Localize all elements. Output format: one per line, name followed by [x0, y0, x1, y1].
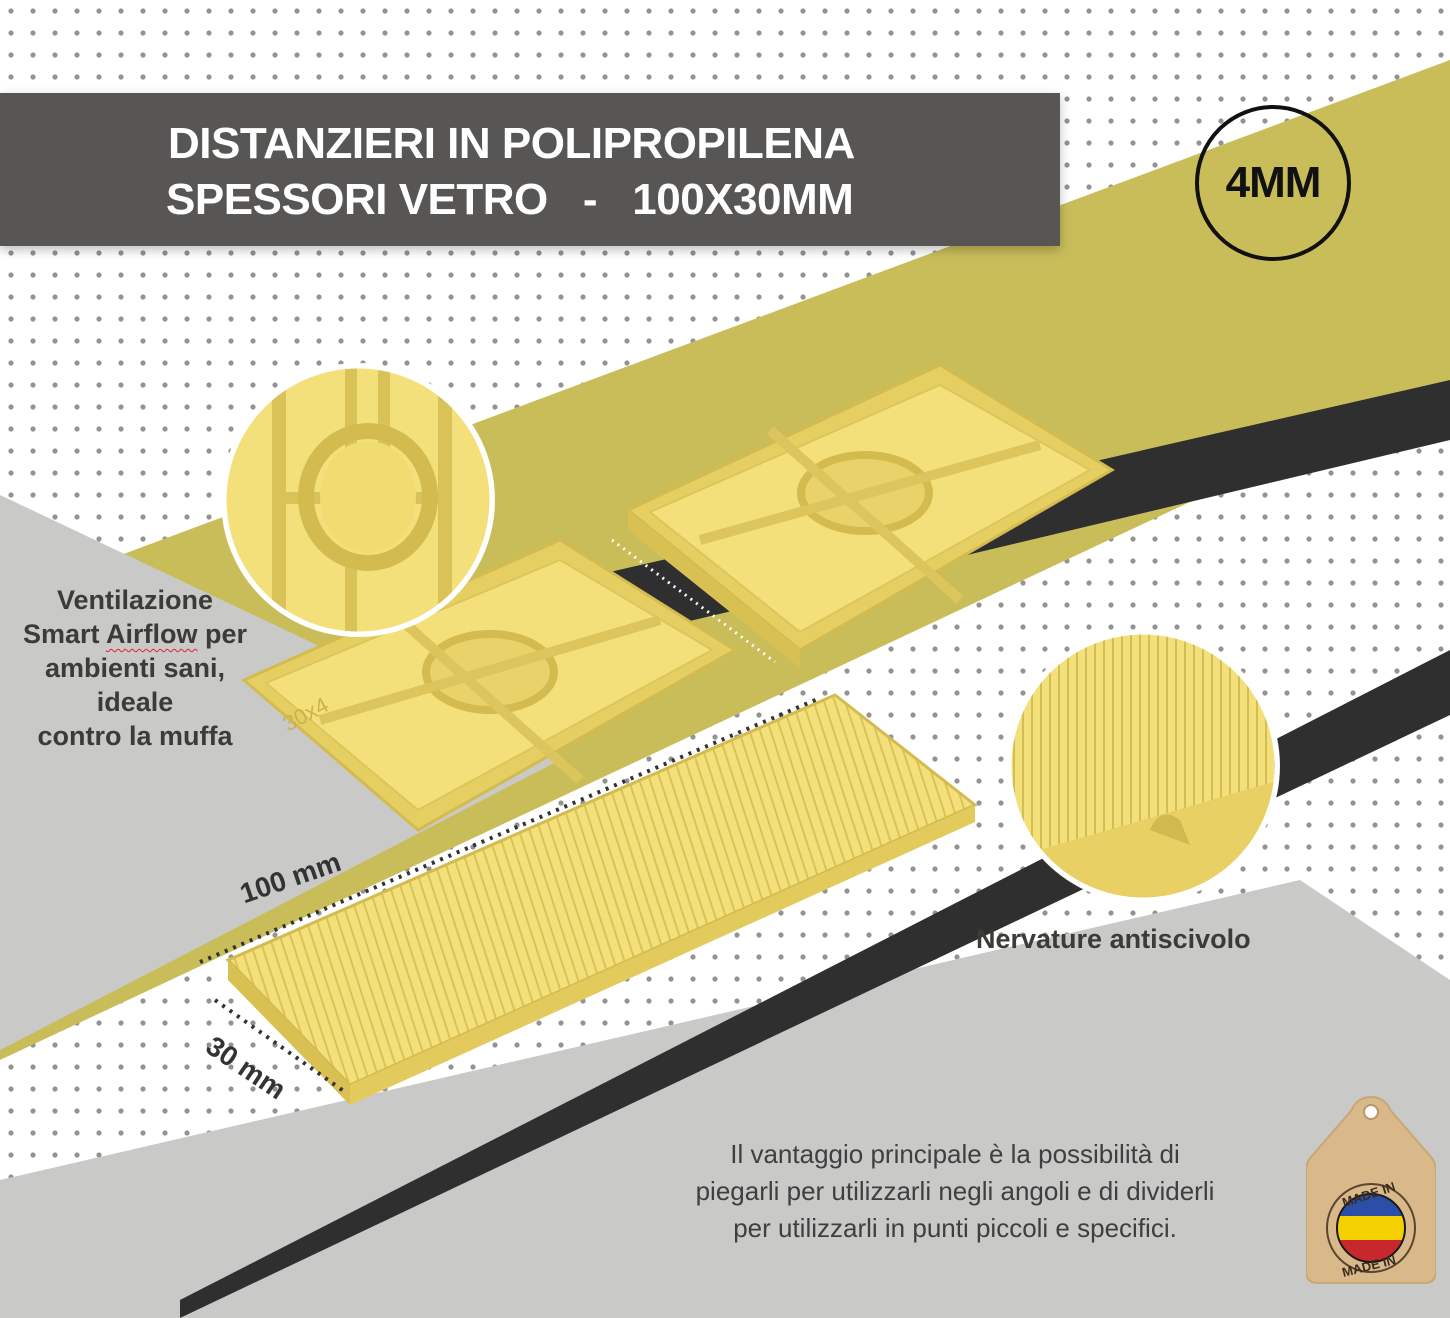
- title-line-1: DISTANZIERI IN POLIPROPILENA: [168, 119, 855, 168]
- grey-area-left: [0, 495, 560, 1050]
- spacer-top-right: [625, 363, 1115, 668]
- ventilation-word-smart: Smart: [22, 619, 100, 649]
- ventilation-word-airflow: Airflow: [105, 619, 198, 649]
- zoom-ventilation-detail: [221, 363, 495, 637]
- zoom-ribs-detail: [1006, 629, 1280, 903]
- dim-line-gap: [611, 538, 776, 664]
- thickness-badge: 4MM: [1195, 105, 1351, 261]
- ventilation-word-per: per: [205, 619, 248, 649]
- made-in-tag: MADE IN MADE IN: [1306, 1095, 1436, 1284]
- thickness-value: 4MM: [1225, 158, 1322, 207]
- header-band: [0, 93, 1060, 246]
- advantage-line-3: per utilizzarli in punti piccoli e speci…: [733, 1213, 1177, 1243]
- ventilation-caption: Ventilazione Smart Airflow per ambienti …: [4, 583, 266, 753]
- advantage-line-2: piegarli per utilizzarli negli angoli e …: [695, 1176, 1215, 1206]
- spacer-ribbed-bottom: [225, 693, 978, 1105]
- ventilation-line-5: contro la muffa: [37, 721, 233, 751]
- title-line-2: SPESSORI VETRO - 100X30MM: [166, 175, 854, 224]
- ventilation-line-1: Ventilazione: [56, 585, 214, 615]
- advantage-text: Il vantaggio principale è la possibilità…: [650, 1136, 1260, 1247]
- advantage-line-1: Il vantaggio principale è la possibilità…: [730, 1139, 1180, 1169]
- ventilation-line-2: Smart Airflow per: [4, 617, 266, 651]
- ventilation-line-4: ideale: [96, 687, 174, 717]
- ventilation-line-3: ambienti sani,: [44, 653, 226, 683]
- ribs-caption: Nervature antiscivolo: [976, 924, 1251, 954]
- spacer-middle-left: 30x4: [241, 538, 738, 832]
